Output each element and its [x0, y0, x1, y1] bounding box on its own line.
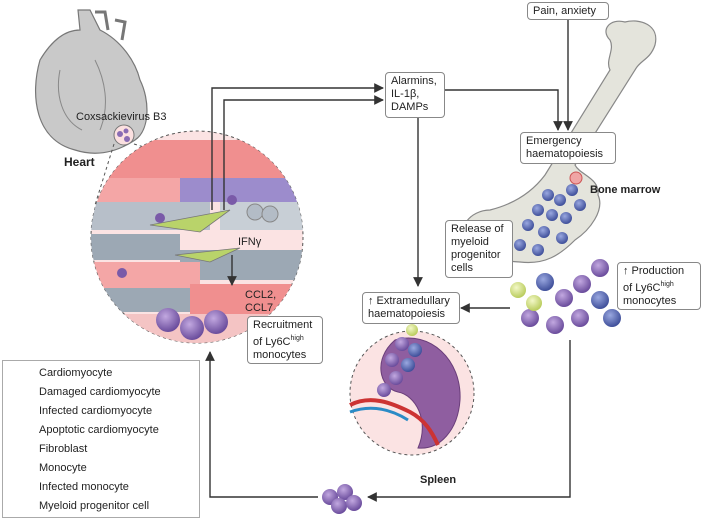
bone-illustration: [463, 20, 657, 264]
bone-marrow-cells: [510, 171, 621, 334]
legend-item-damaged-cardiomyocyte: Damaged cardiomyocyte: [39, 386, 161, 398]
legend-item-infected-monocyte: Infected monocyte: [39, 481, 129, 493]
emergency-haematopoiesis-box: Emergency haematopoiesis: [520, 132, 616, 164]
legend-item-monocyte: Monocyte: [39, 462, 87, 474]
release-progenitor-box: Release of myeloid progenitor cells: [445, 220, 513, 278]
heart-label: Heart: [64, 155, 95, 169]
flow-arrows: [205, 20, 573, 502]
legend-item-fibroblast: Fibroblast: [39, 443, 88, 455]
ccl-label: CCL2, CCL7: [245, 289, 277, 314]
heart-illustration: [35, 9, 148, 154]
virus-label: Coxsackievirus B3: [76, 111, 167, 123]
ifn-label: IFNγ: [238, 236, 262, 248]
legend: Cardiomyocyte Damaged cardiomyocyte Infe…: [2, 360, 200, 518]
alarmins-box: Alarmins, IL-1β, DAMPs: [385, 72, 445, 118]
spleen-label: Spleen: [420, 474, 457, 486]
bone-marrow-label: Bone marrow: [590, 184, 661, 196]
legend-item-infected-cardiomyocyte: Infected cardiomyocyte: [39, 405, 153, 417]
extramedullary-box: ↑ Extramedullary haematopoiesis: [362, 292, 460, 324]
pain-box: Pain, anxiety: [527, 2, 609, 20]
legend-item-cardiomyocyte: Cardiomyocyte: [39, 367, 113, 379]
circulating-monocytes: [322, 484, 362, 514]
spleen-illustration: [349, 324, 475, 456]
legend-item-apoptotic-cardiomyocyte: Apoptotic cardiomyocyte: [39, 424, 159, 436]
legend-item-myeloid-progenitor: Myeloid progenitor cell: [39, 500, 150, 512]
